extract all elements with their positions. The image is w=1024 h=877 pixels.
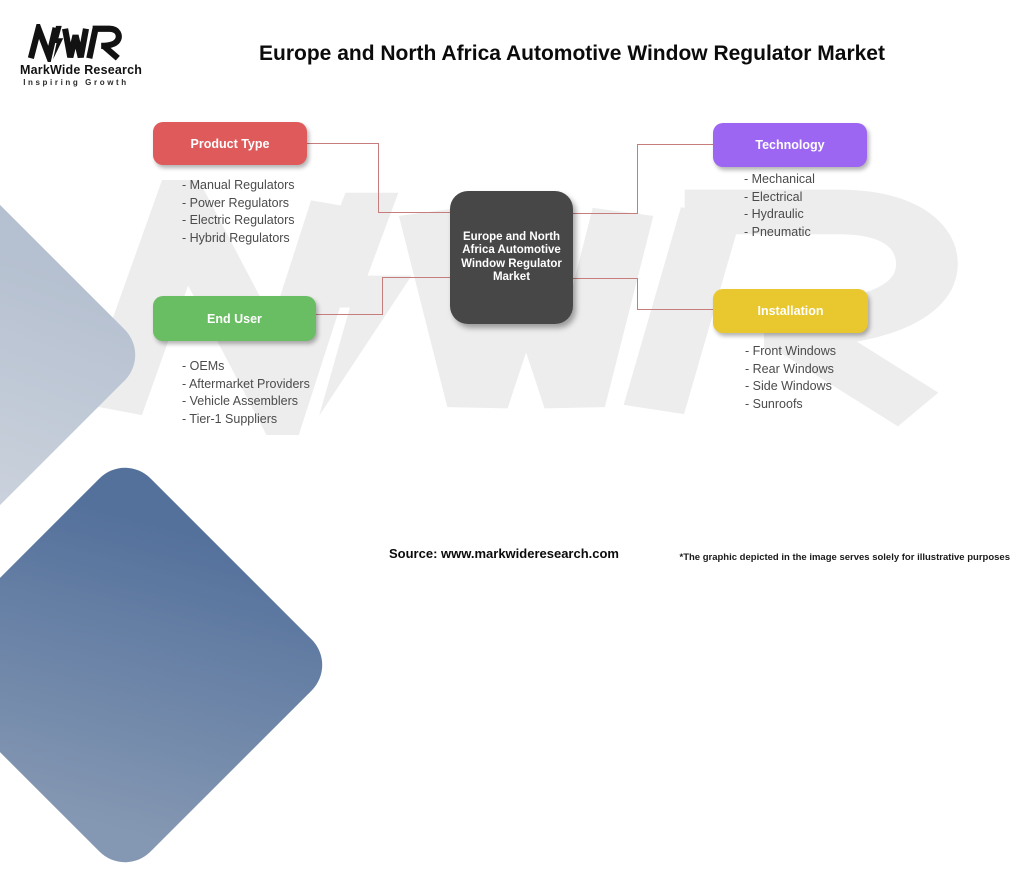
central-market-node: Europe and North Africa Automotive Windo…: [450, 191, 573, 324]
list-item: - Hybrid Regulators: [182, 230, 290, 245]
segment-list-installation: - Front Windows - Rear Windows - Side Wi…: [745, 343, 836, 413]
connector-product-type-v: [378, 143, 379, 213]
disclaimer-text: *The graphic depicted in the image serve…: [679, 552, 1011, 563]
segment-list-end-user: - OEMs - Aftermarket Providers - Vehicle…: [182, 358, 310, 428]
connector-end-user-h1: [382, 277, 450, 278]
mwr-monogram-icon: [27, 24, 122, 62]
segment-label-end-user: End User: [207, 311, 262, 326]
list-item: - Pneumatic: [744, 224, 811, 239]
list-item: - Side Windows: [745, 379, 832, 394]
list-item: - Mechanical: [744, 172, 815, 186]
logo-brand-text: MarkWide Research: [20, 63, 143, 77]
segment-box-installation: Installation: [713, 289, 868, 333]
connector-technology-h1: [573, 213, 637, 214]
connector-end-user-h2: [316, 314, 383, 315]
connector-installation-v: [637, 278, 638, 310]
list-item: - Electrical: [744, 189, 803, 204]
connector-technology-v: [637, 144, 638, 214]
connector-installation-h1: [573, 278, 637, 279]
segment-list-technology: - Mechanical - Electrical - Hydraulic - …: [744, 171, 815, 241]
segment-box-end-user: End User: [153, 296, 316, 341]
connector-technology-h2: [637, 144, 713, 145]
segment-label-product-type: Product Type: [190, 136, 270, 151]
source-text: Source: www.markwideresearch.com: [388, 546, 620, 561]
list-item: - Electric Regulators: [182, 213, 295, 228]
list-item: - Rear Windows: [745, 361, 834, 376]
list-item: - Vehicle Assemblers: [182, 394, 299, 409]
segment-list-product-type: - Manual Regulators - Power Regulators -…: [182, 177, 295, 247]
page-title: Europe and North Africa Automotive Windo…: [259, 42, 885, 66]
list-item: - Aftermarket Providers: [182, 376, 310, 391]
logo-tagline-text: Inspiring Growth: [23, 78, 129, 87]
central-market-label: Europe and North Africa Automotive Windo…: [461, 230, 562, 284]
list-item: - Tier-1 Suppliers: [182, 411, 278, 426]
segment-box-technology: Technology: [713, 123, 867, 167]
connector-end-user-v: [382, 277, 383, 315]
segment-label-installation: Installation: [757, 304, 824, 318]
segment-label-technology: Technology: [755, 138, 825, 152]
list-item: - Hydraulic: [744, 207, 804, 222]
list-item: - Manual Regulators: [182, 178, 295, 192]
segment-box-product-type: Product Type: [153, 122, 307, 165]
list-item: - Sunroofs: [745, 396, 803, 411]
connector-product-type-h2: [378, 212, 450, 213]
connector-installation-h2: [637, 309, 713, 310]
markwide-logo: MarkWide Research Inspiring Growth: [20, 24, 143, 87]
list-item: - Front Windows: [745, 344, 836, 358]
connector-product-type-h1: [307, 143, 378, 144]
list-item: - OEMs: [182, 359, 225, 373]
decor-diamond-dark: [0, 452, 338, 877]
list-item: - Power Regulators: [182, 195, 289, 210]
